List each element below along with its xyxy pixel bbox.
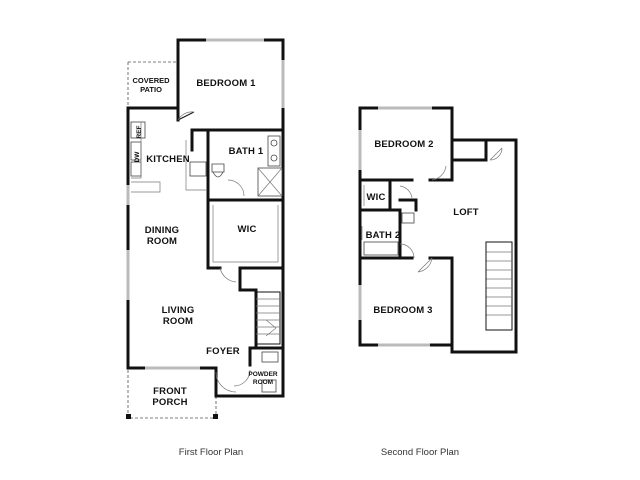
- covered-patio-label: PATIO: [140, 85, 162, 94]
- covered-patio-label: COVERED: [132, 76, 170, 85]
- interior-wall: [428, 158, 454, 182]
- interior-wall: [238, 198, 285, 270]
- sink-basin: [270, 154, 278, 162]
- interior-wall: [206, 198, 222, 270]
- door-swing: [399, 185, 413, 199]
- staircase: [255, 291, 281, 345]
- door-swing: [431, 165, 447, 181]
- second-floor-caption: Second Floor Plan: [381, 447, 459, 458]
- living-room-label: LIVING: [162, 305, 195, 316]
- kitchen-counter: [131, 122, 142, 179]
- dw-label: DW: [134, 151, 141, 163]
- living-room-label: ROOM: [163, 316, 193, 327]
- door-swing: [215, 371, 237, 393]
- door-swing: [489, 147, 503, 161]
- powder-room-label: ROOM: [253, 379, 273, 386]
- door-swing: [489, 147, 503, 161]
- bath2-label: BATH 2: [366, 230, 401, 241]
- refrigerator: [130, 121, 146, 139]
- wic-label: WIC: [237, 224, 256, 235]
- kitchen-counter: [185, 140, 206, 191]
- kitchen-island: [131, 181, 161, 193]
- stair-treads: [256, 298, 280, 335]
- porch-post: [126, 414, 131, 419]
- bath2-tub: [363, 241, 399, 256]
- first-floor-exterior-wall: [126, 106, 285, 398]
- porch-post: [213, 414, 218, 419]
- shower-mark: [257, 167, 283, 197]
- front-porch-label: PORCH: [152, 397, 187, 408]
- door-swing: [219, 267, 237, 283]
- door-swing: [399, 243, 415, 259]
- door-swing: [177, 111, 195, 121]
- interior-wall: [428, 256, 454, 347]
- ref-label: REF: [136, 125, 143, 138]
- sink-basin: [270, 139, 278, 147]
- toilet: [211, 163, 225, 178]
- interior-wall: [238, 266, 258, 347]
- staircase: [485, 241, 513, 331]
- front-porch-label: FRONT: [153, 386, 187, 397]
- door-swing: [227, 179, 245, 197]
- kitchen-label: KITCHEN: [146, 154, 190, 165]
- second-floor-plan: BEDROOM 2 WIC LOFT BATH 2 BEDROOM 3 Seco…: [358, 106, 518, 458]
- bath2-toilet: [401, 212, 415, 224]
- door-swing: [417, 257, 433, 273]
- powder-toilet: [261, 379, 277, 393]
- kitchen-sink: [130, 161, 142, 177]
- stair-treads: [486, 251, 512, 316]
- door-swing: [177, 111, 195, 121]
- bedroom2-label: BEDROOM 2: [374, 139, 433, 150]
- door-swing: [233, 369, 251, 387]
- dining-room-label: DINING: [145, 225, 179, 236]
- bedroom1-label: BEDROOM 1: [196, 78, 256, 89]
- closet-door: [265, 319, 277, 337]
- dining-room-label: ROOM: [147, 236, 177, 247]
- powder-sink: [261, 351, 279, 363]
- closet-shelf: [212, 205, 279, 263]
- powder-room-label: POWDER: [248, 371, 278, 378]
- interior-wall: [398, 198, 418, 212]
- first-floor-plan: COVERED PATIO BEDROOM 1 DW REF KITCHEN B…: [126, 38, 285, 458]
- bedroom3-label: BEDROOM 3: [373, 305, 432, 316]
- foyer-label: FOYER: [206, 346, 240, 357]
- first-floor-caption: First Floor Plan: [179, 447, 243, 458]
- loft-label: LOFT: [453, 207, 479, 218]
- bath1-label: BATH 1: [229, 146, 264, 157]
- interior-wall: [450, 138, 488, 162]
- door-swing: [417, 257, 433, 273]
- wic-label: WIC: [366, 192, 385, 203]
- range: [189, 161, 207, 177]
